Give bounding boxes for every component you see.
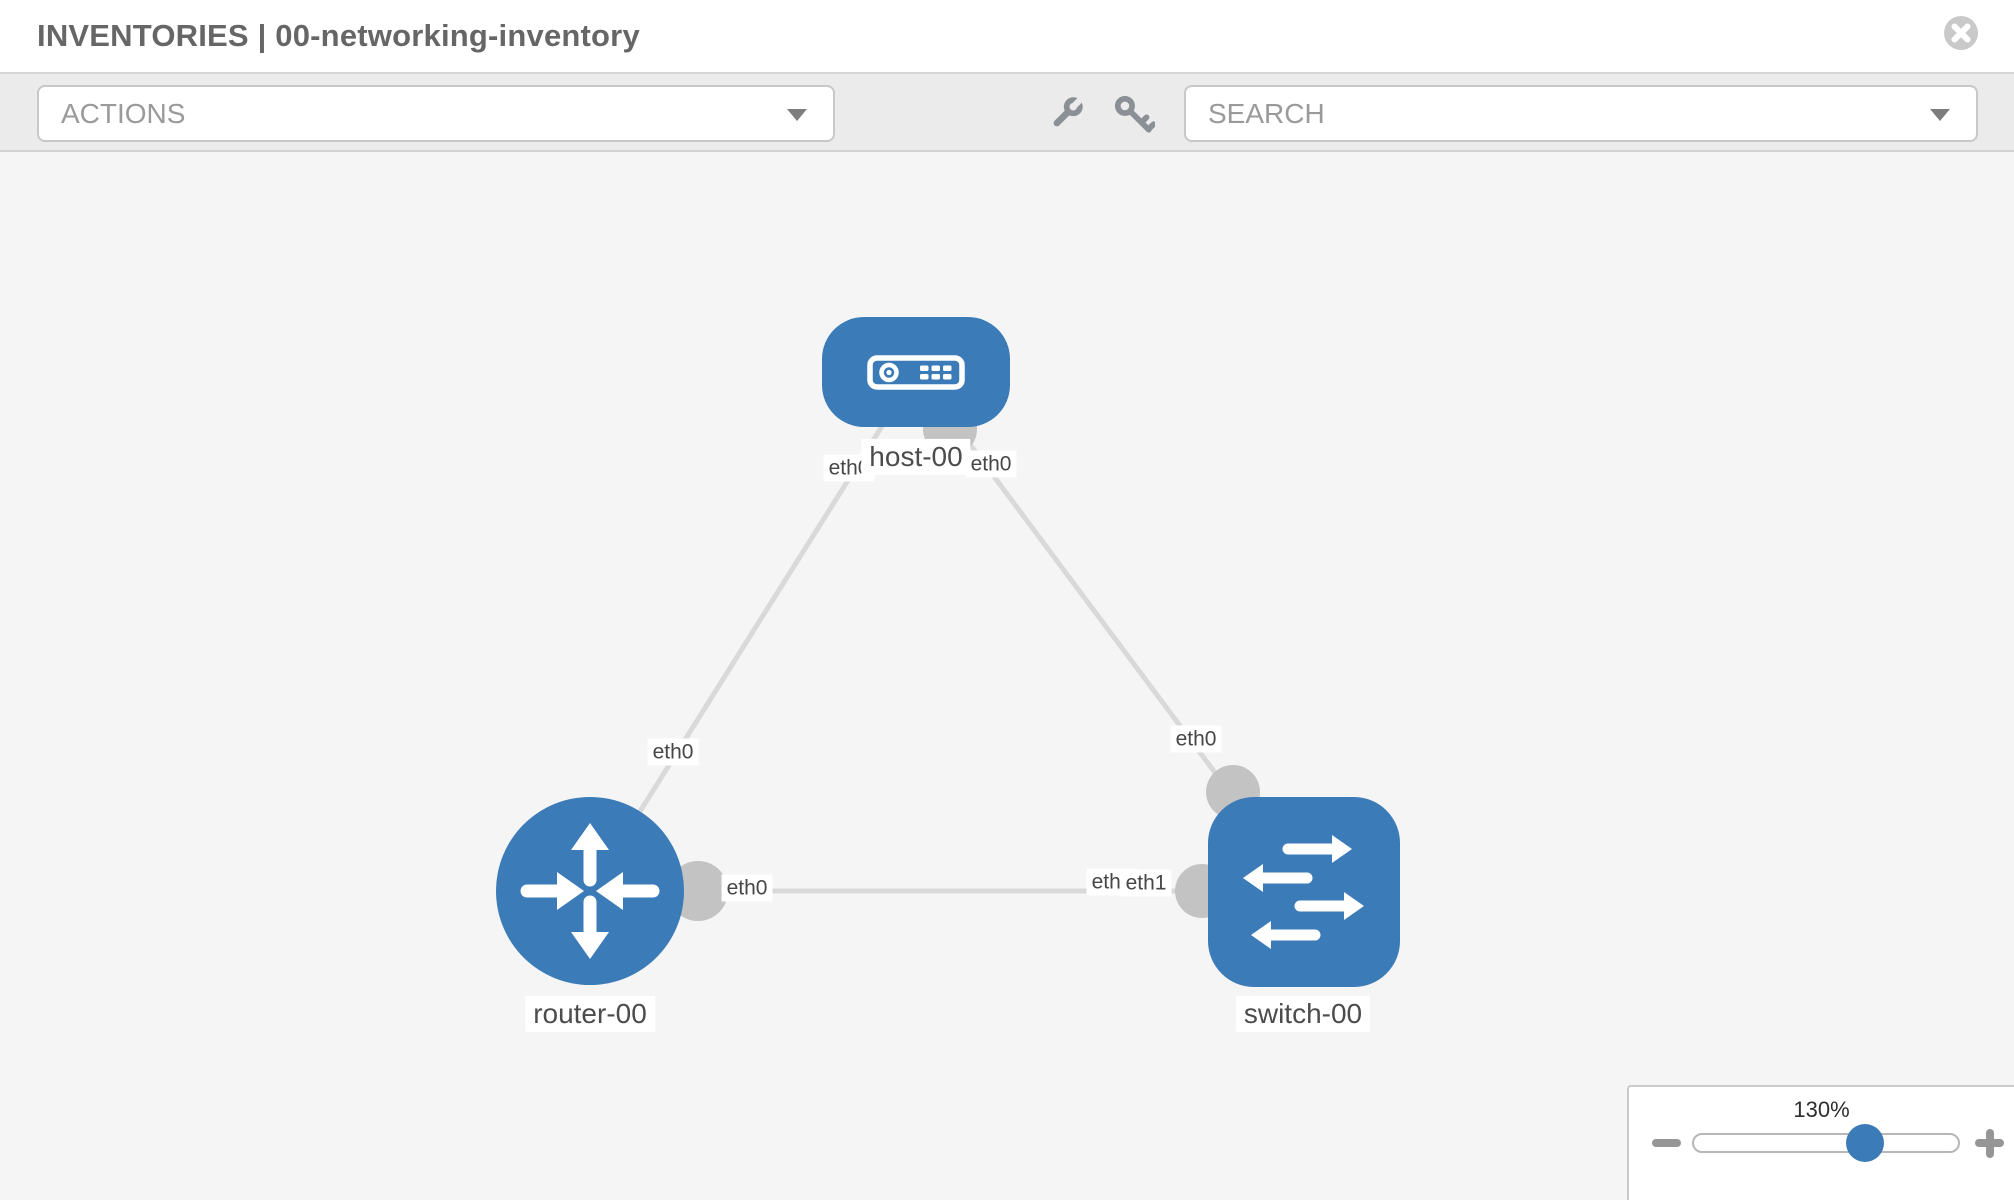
interface-label: eth0 (647, 738, 699, 766)
zoom-out-button[interactable] (1641, 1127, 1691, 1163)
topology-canvas[interactable]: eth0 eth0 eth0 eth0 eth0 eth0 eth1 host-… (0, 152, 2014, 1200)
topology-diagram (496, 317, 1400, 987)
zoom-panel: 130% (1627, 1085, 2014, 1200)
node-switch-00[interactable] (1208, 797, 1400, 987)
close-icon (1944, 16, 1978, 50)
node-label-switch-00: switch-00 (1235, 995, 1371, 1033)
actions-dropdown-label: ACTIONS (61, 98, 186, 129)
chevron-down-icon (1930, 109, 1950, 121)
search-placeholder: SEARCH (1208, 98, 1325, 129)
connector-router-eth0[interactable] (668, 861, 728, 921)
interface-label: eth0 (721, 874, 773, 902)
wrench-icon (1053, 97, 1083, 127)
node-router-00[interactable] (496, 797, 684, 985)
interface-label: eth0 (1170, 725, 1222, 753)
zoom-in-button[interactable] (1964, 1127, 2014, 1163)
key-button[interactable] (1111, 92, 1157, 136)
page-title: INVENTORIES | 00-networking-inventory (37, 18, 640, 53)
interface-label: eth0 (965, 450, 1017, 478)
toolbar: ACTIONS SEARCH (0, 72, 2014, 152)
wrench-button[interactable] (1044, 92, 1088, 136)
header: INVENTORIES | 00-networking-inventory (0, 0, 2014, 72)
minus-icon (1652, 1139, 1681, 1147)
zoom-slider-thumb[interactable] (1846, 1124, 1884, 1162)
host-icon (867, 355, 965, 390)
zoom-level: 130% (1793, 1097, 1850, 1122)
plus-icon (1985, 1128, 1994, 1158)
node-label-router-00: router-00 (525, 995, 655, 1033)
zoom-slider-track[interactable] (1692, 1133, 1960, 1153)
search-dropdown[interactable]: SEARCH (1184, 85, 1978, 142)
switch-icon (1243, 835, 1364, 949)
node-label-host-00: host-00 (861, 438, 971, 476)
interface-label: eth1 (1120, 869, 1172, 897)
router-icon (520, 823, 660, 959)
key-icon (1114, 95, 1157, 133)
actions-dropdown[interactable]: ACTIONS (37, 85, 835, 142)
close-button[interactable] (1943, 15, 1979, 51)
chevron-down-icon (787, 109, 807, 121)
node-host-00[interactable] (822, 317, 1010, 427)
